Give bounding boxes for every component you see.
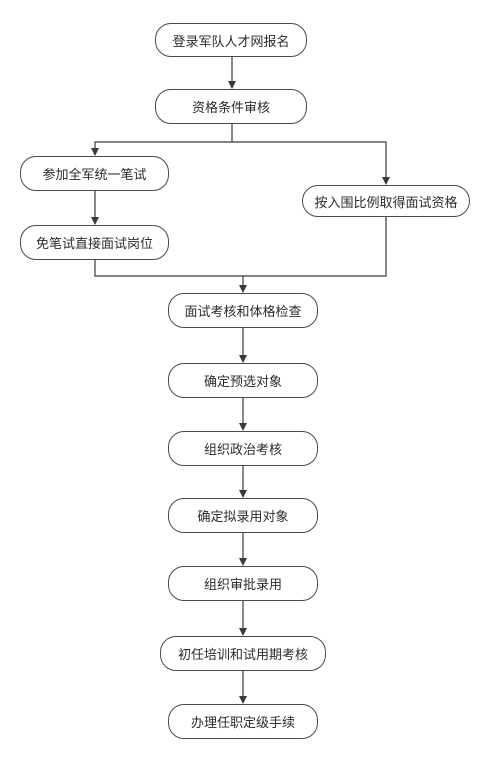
node-exempt-exam: 免笔试直接面试岗位 [20, 225, 169, 260]
node-qualification-review: 资格条件审核 [155, 89, 307, 124]
arrow-ratio-merge [243, 217, 387, 277]
node-appointment: 办理任职定级手续 [168, 704, 318, 739]
arrow-qualification-split [91, 124, 233, 156]
node-political-review: 组织政治考核 [168, 431, 318, 466]
node-proposed-hire: 确定拟录用对象 [168, 498, 318, 533]
node-training-probation: 初任培训和试用期考核 [160, 636, 326, 671]
node-written-exam: 参加全军统一笔试 [20, 156, 169, 191]
node-preselect: 确定预选对象 [168, 363, 318, 398]
node-ratio-interview: 按入围比例取得面试资格 [302, 185, 470, 217]
arrow-qualification-to-ratio [232, 141, 390, 185]
node-interview-physical: 面试考核和体格检查 [168, 293, 318, 328]
node-register: 登录军队人才网报名 [155, 23, 307, 57]
arrow-exempt-merge [94, 260, 243, 277]
node-approval-hire: 组织审批录用 [168, 566, 318, 601]
